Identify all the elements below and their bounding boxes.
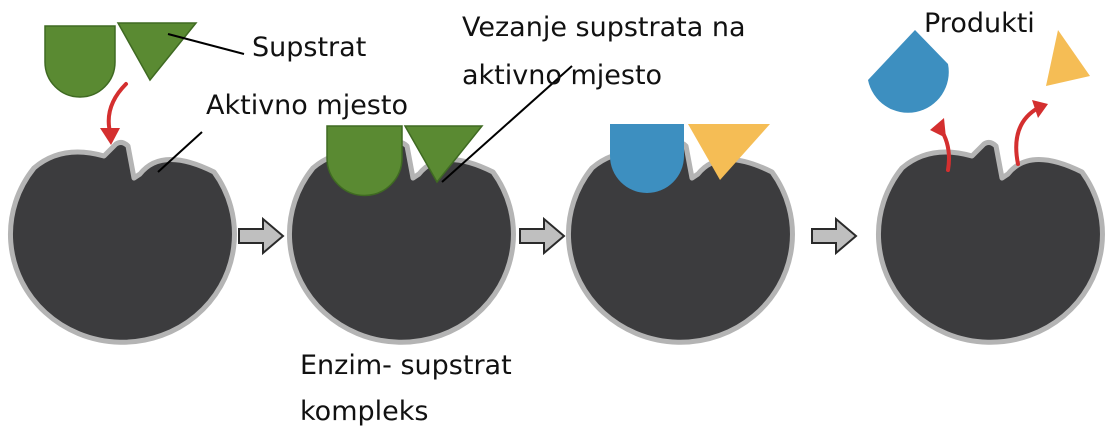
- pointer-line-active-site: [157, 131, 203, 173]
- enzyme-4: [878, 142, 1102, 342]
- label-substrate: Supstrat: [252, 32, 366, 63]
- curved-red-arrow-icon: [106, 82, 128, 134]
- step-arrow-1: [238, 218, 284, 254]
- label-complex-line2: kompleks: [300, 396, 428, 427]
- enzyme-3: [568, 142, 792, 342]
- label-binding-line1: Vezanje supstrata na: [462, 12, 746, 43]
- substrate-semicircle: [44, 25, 116, 98]
- product-yellow-free: [1046, 30, 1090, 86]
- substrate-bound: [326, 125, 484, 197]
- enzyme-2: [289, 142, 513, 342]
- step-arrow-2: [519, 218, 565, 254]
- enzyme-1: [10, 142, 234, 342]
- product-yellow-bound: [688, 124, 770, 180]
- red-arrow-release-right: [1014, 106, 1040, 166]
- label-active-site: Aktivno mjesto: [206, 90, 408, 121]
- product-blue-bound: [610, 124, 684, 193]
- products-bound: [610, 124, 770, 193]
- pointer-line-substrate: [167, 33, 245, 55]
- red-arrow-release-left-head: [930, 118, 946, 138]
- substrate-semicircle-bound: [326, 125, 403, 197]
- substrate-triangle: [116, 22, 198, 82]
- substrate-free: [44, 22, 198, 98]
- label-binding-line2: aktivno mjesto: [462, 60, 662, 91]
- label-products: Produkti: [924, 8, 1035, 39]
- step-arrow-3: [811, 218, 857, 254]
- red-arrow-release-right-head: [1032, 100, 1048, 118]
- curved-red-arrow-head: [100, 128, 120, 145]
- product-blue-free: [868, 30, 949, 113]
- label-complex-line1: Enzim- supstrat: [300, 350, 512, 381]
- pointer-line-binding: [441, 65, 573, 183]
- substrate-triangle-bound: [403, 125, 484, 184]
